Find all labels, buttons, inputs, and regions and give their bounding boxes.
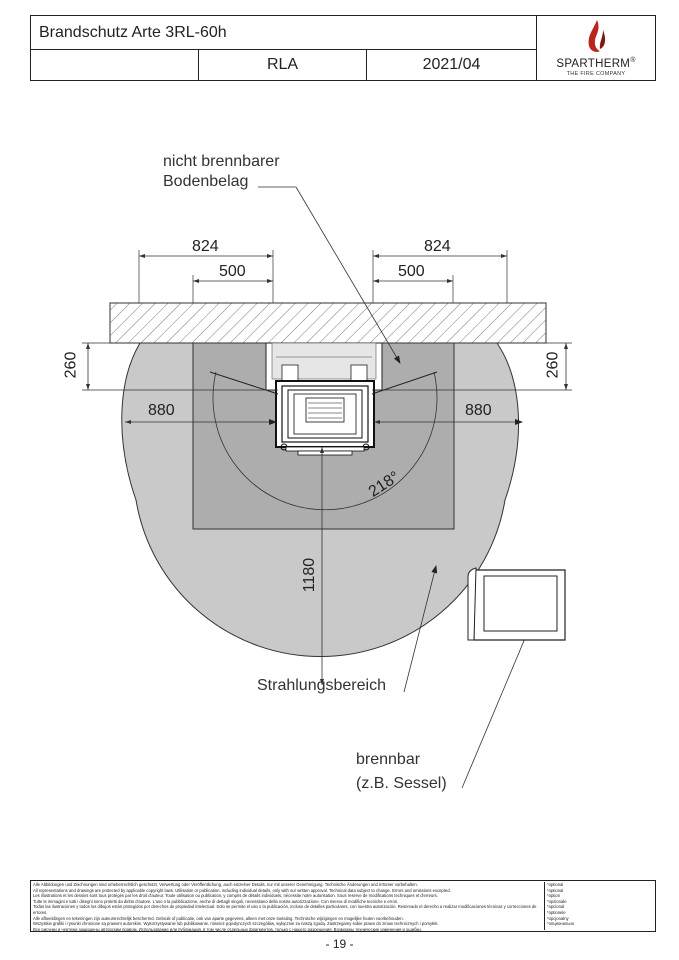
optional-fr: *option	[547, 893, 561, 899]
document-date: 2021/04	[367, 50, 537, 81]
leader-radiation	[403, 565, 438, 693]
brand-name: SPARTHERM®	[537, 57, 655, 70]
optional-it: *opzionale	[547, 898, 567, 904]
dim-left-outer: 824	[192, 238, 219, 255]
wall	[109, 302, 547, 344]
fireplace-frame-1	[281, 385, 369, 443]
optional-legend: *optional *optional *option *opzionale *…	[544, 882, 657, 930]
dim-front: 1180	[301, 557, 319, 593]
dim-left-side: 880	[148, 402, 175, 419]
leader-floor-diag	[295, 186, 401, 364]
fireplace-bottom	[297, 450, 353, 456]
optional-nl: *optionele	[547, 909, 566, 915]
dim-right-side: 880	[465, 402, 492, 419]
legal-line-it: Tutte le immagini e tutti i disegni sono…	[33, 898, 399, 904]
dim-right-inner: 500	[398, 263, 425, 280]
legal-line-pl: Wszystkie grafiki i rysunki chronione są…	[33, 921, 439, 927]
document-code: RLA	[199, 50, 367, 81]
label-floor-line1: nicht brennbarer	[163, 153, 280, 170]
optional-ru: *опционально	[547, 921, 575, 927]
label-floor-line2: Bodenbelag	[163, 173, 249, 190]
optional-en: *optional	[547, 887, 564, 893]
legal-line-en: All representations and drawings are pro…	[33, 887, 451, 893]
legal-footer: Alle Abbildungen und Zeichnungen sind ur…	[30, 880, 656, 932]
label-combustible: brennbar (z.B. Sessel)	[356, 748, 447, 796]
brand-tagline: THE FIRE COMPANY	[566, 71, 626, 77]
fireplace-frame-3	[293, 393, 357, 435]
label-radiation: Strahlungsbereich	[257, 677, 386, 694]
dim-left-depth: 260	[62, 351, 80, 379]
armchair	[467, 567, 566, 641]
page-number: - 19 -	[325, 937, 354, 951]
brand-name-text: SPARTHERM	[556, 57, 631, 70]
optional-es: *opcional	[547, 904, 565, 910]
legal-notice: Alle Abbildungen und Zeichnungen sind ur…	[33, 882, 538, 932]
fireplace-body	[275, 380, 375, 448]
title-block: Brandschutz Arte 3RL-60h RLA 2021/04 SPA…	[30, 15, 656, 81]
fireplace-base	[285, 446, 365, 452]
flame-icon	[588, 20, 606, 52]
label-combustible-line2: (z.B. Sessel)	[356, 775, 447, 792]
optional-pl: *opcjonalny	[547, 915, 569, 921]
legal-line-nl: Alle afbeeldingen en tekeningen zijn aut…	[33, 915, 404, 921]
optional-de: *optional	[547, 882, 564, 887]
legal-line-es: Todas las ilustraciones y todos los dibu…	[33, 904, 537, 915]
dim-right-depth: 260	[544, 351, 562, 379]
label-combustible-line1: brennbar	[356, 751, 421, 768]
document-title: Brandschutz Arte 3RL-60h	[31, 16, 537, 50]
dim-right-outer: 824	[424, 238, 451, 255]
legal-line-de: Alle Abbildungen und Zeichnungen sind ur…	[33, 882, 418, 887]
fireplace-grate	[305, 397, 345, 423]
dim-left-inner: 500	[219, 263, 246, 280]
fireplace-frame-2	[287, 389, 363, 439]
label-floor: nicht brennbarer Bodenbelag	[163, 152, 280, 192]
legal-line-ru: Все рисунки и чертежи защищены авторским…	[33, 926, 422, 932]
registered-mark: ®	[630, 57, 636, 64]
legal-line-fr: Les illustrations et les dessins sont to…	[33, 893, 438, 899]
radiation-arc	[212, 371, 438, 511]
spartherm-logo: SPARTHERM® THE FIRE COMPANY	[537, 16, 655, 81]
title-block-empty-cell	[31, 50, 199, 81]
